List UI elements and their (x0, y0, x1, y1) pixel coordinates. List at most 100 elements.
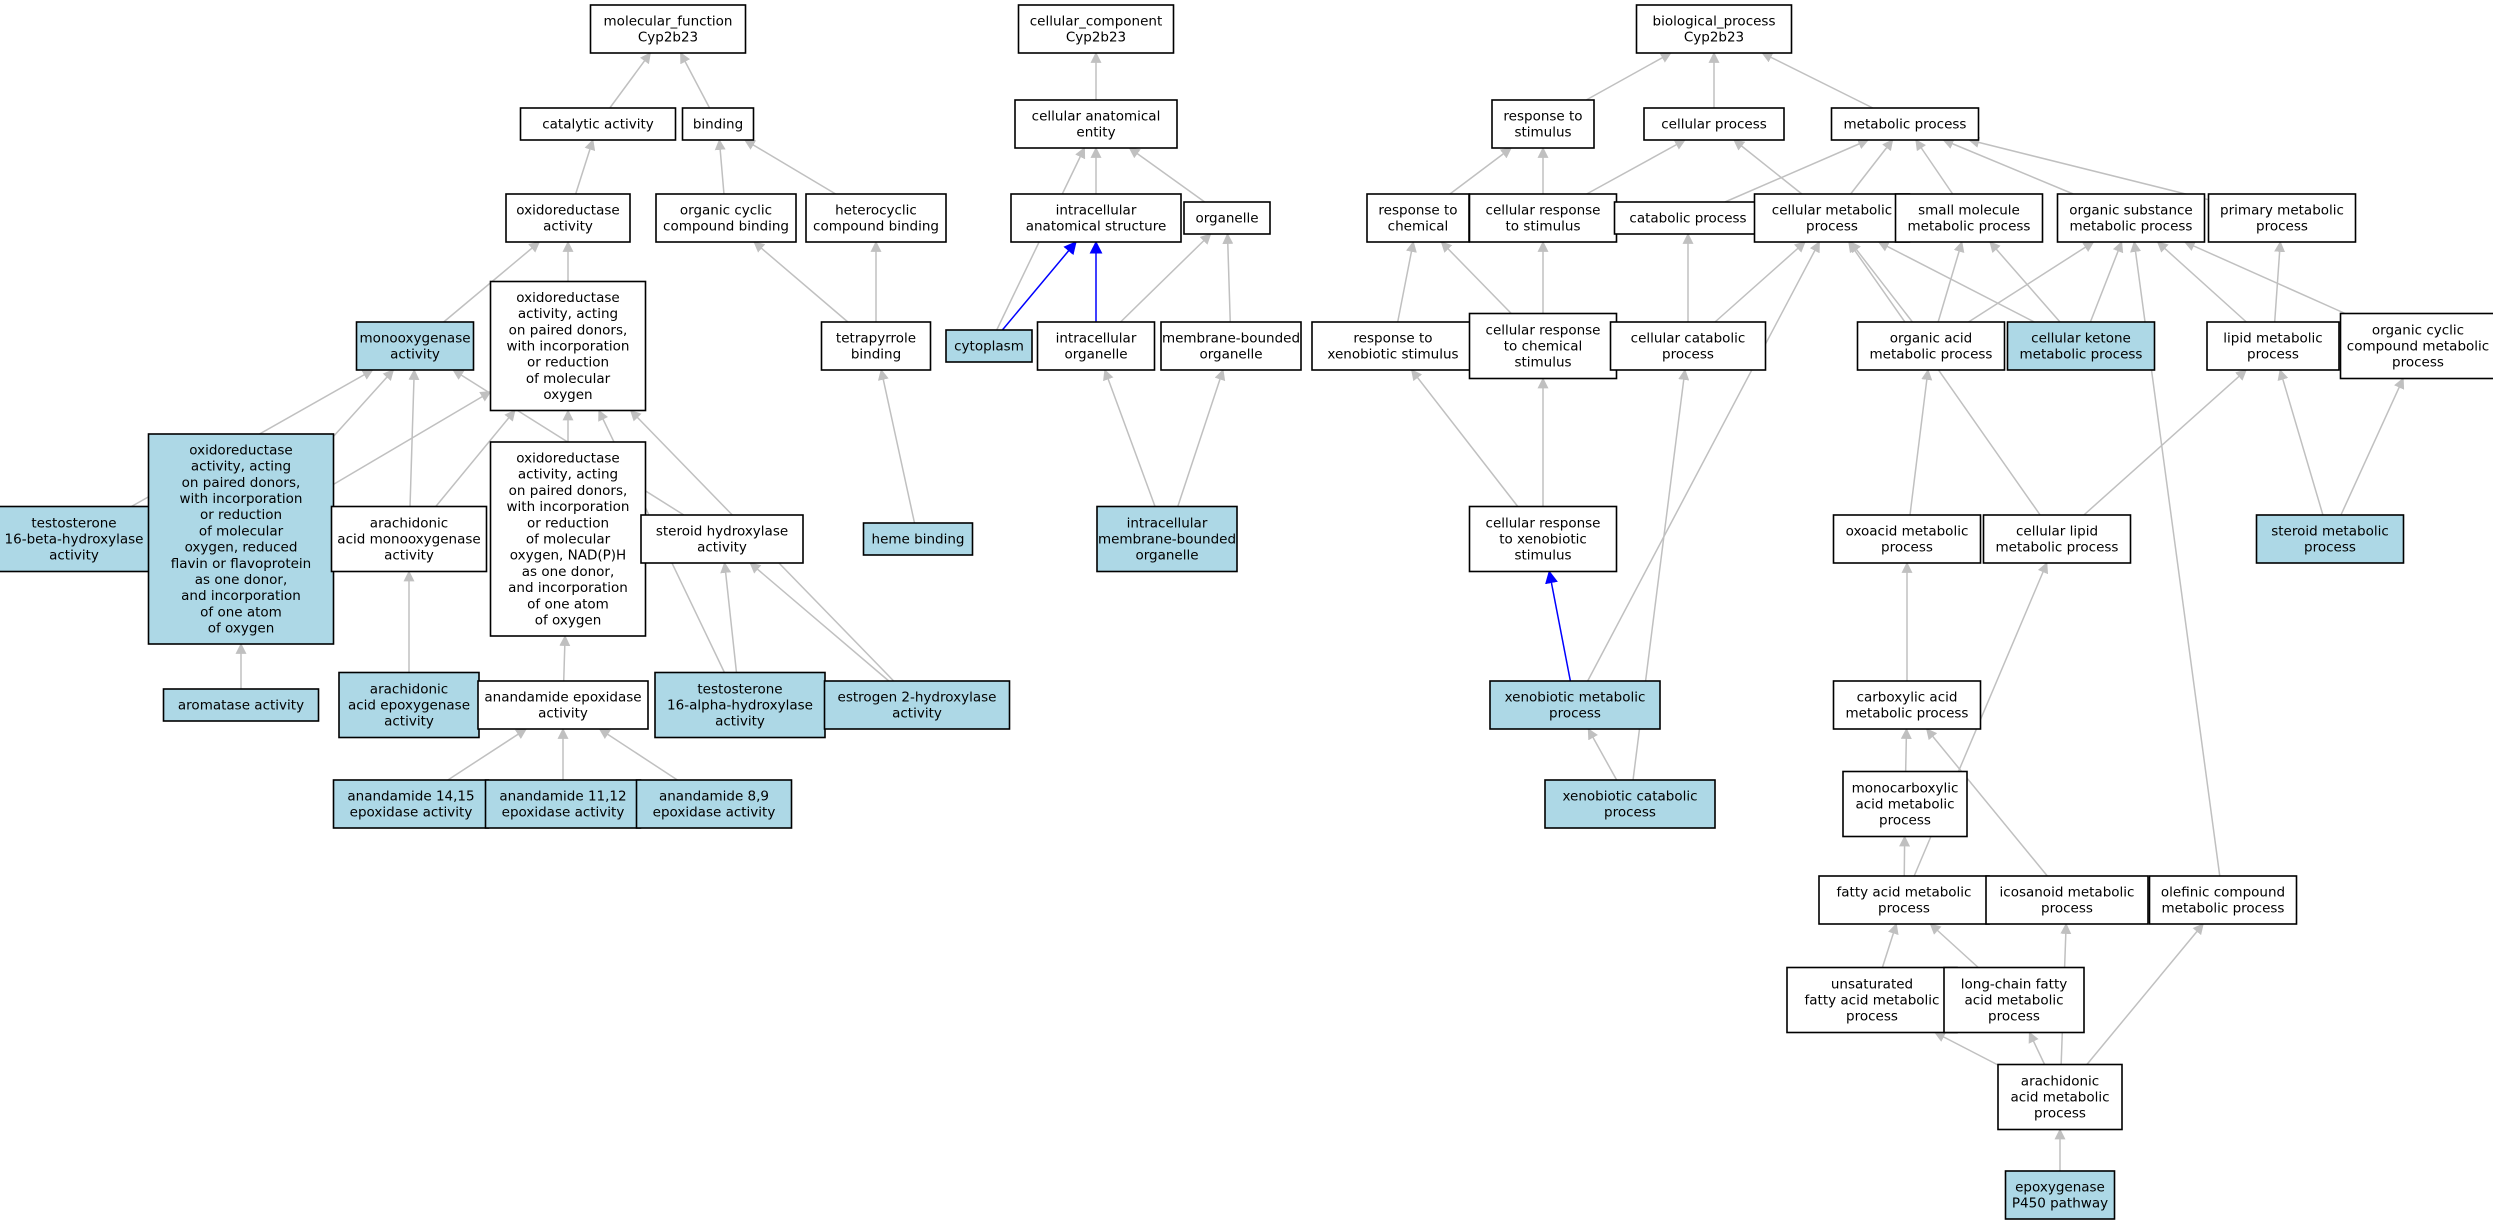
node-label-line: carboxylic acid (1857, 689, 1958, 705)
node-label-line: activity (384, 714, 434, 730)
go-term-node-heme: heme binding (862, 522, 974, 556)
node-label-line: fatty acid metabolic (1805, 993, 1940, 1009)
node-label-line: heme binding (872, 532, 965, 548)
node-label-line: anandamide 11,12 (499, 788, 626, 804)
node-label-line: epoxidase activity (502, 805, 625, 821)
node-box (489, 280, 647, 412)
node-box (1468, 505, 1618, 573)
node-box (1010, 193, 1182, 243)
node-label-line: stimulus (1514, 355, 1571, 371)
node-label-line: or reduction (527, 355, 609, 371)
node-label-line: flavin or flavoprotein (171, 556, 311, 572)
node-label-line: activity, acting (518, 467, 618, 483)
edge-cell-resp-xeno-to-resp-xeno (1410, 369, 1519, 507)
go-term-node-met-proc: metabolic process (1830, 107, 1980, 141)
node-label-line: compound binding (813, 219, 939, 235)
node-label-line: monocarboxylic (1852, 780, 1959, 796)
node-label-line: organelle (1199, 347, 1262, 363)
edge-met-proc-to-bp-root (1761, 52, 1874, 109)
node-label-line: of oxygen (535, 613, 602, 629)
node-box (805, 193, 947, 243)
edge-org-acid-to-cell-met (1849, 241, 1914, 323)
edge-xeno-catab-to-xeno-met (1587, 728, 1618, 781)
edge-monocarb-to-carbox (1900, 727, 1912, 772)
node-label-line: activity, acting (518, 306, 618, 322)
go-term-node-catalytic: catalytic activity (519, 107, 677, 141)
node-label-line: metabolic process (1844, 117, 1967, 133)
node-label-line: anandamide epoxidase (484, 689, 641, 705)
node-label-line: oxygen, reduced (185, 540, 298, 556)
node-label-line: anandamide 8,9 (659, 788, 769, 804)
edge-intra-mem-org-to-mem-org (1177, 368, 1226, 507)
node-box (477, 680, 649, 730)
node-label-line: activity (543, 219, 593, 235)
edge-cell-met-to-cell-proc (1733, 139, 1803, 195)
node-label-line: process (1988, 1009, 2040, 1025)
node-label-line: as one donor, (522, 564, 615, 580)
go-term-node-cytoplasm: cytoplasm (945, 329, 1033, 363)
node-label-line: oxidoreductase (189, 442, 292, 458)
node-label-line: intracellular (1127, 515, 1208, 531)
node-box (1160, 321, 1302, 371)
node-label-line: with incorporation (180, 491, 303, 507)
node-box (505, 193, 631, 243)
node-label-line: oxoacid metabolic (1846, 523, 1969, 539)
node-box (332, 779, 490, 829)
edge-estrogen2-to-steroid-hydrox (749, 562, 890, 682)
node-label-line: organic cyclic (2372, 322, 2464, 338)
node-label-line: organelle (1135, 548, 1198, 564)
node-label-line: arachidonic (2021, 1073, 2099, 1089)
node-label-line: unsaturated (1831, 976, 1913, 992)
node-label-line: organelle (1064, 347, 1127, 363)
node-label-line: as one donor, (195, 572, 288, 588)
node-label-line: organelle (1195, 211, 1258, 227)
node-label-line: cellular response (1486, 322, 1601, 338)
node-label-line: organic substance (2069, 202, 2192, 218)
edge-arach-met-to-unsat-fatty (1934, 1031, 1999, 1066)
node-label-line: Cyp2b23 (638, 30, 698, 46)
node-label-line: cellular response (1486, 202, 1601, 218)
node-label-line: organic cyclic (680, 202, 772, 218)
node-label-line: activity (697, 540, 747, 556)
node-label-line: on paired donors, (509, 483, 628, 499)
node-label-line: arachidonic (370, 515, 448, 531)
node-label-line: process (2392, 355, 2444, 371)
node-label-line: process (2256, 219, 2308, 235)
node-label-line: intracellular (1056, 330, 1137, 346)
node-label-line: activity (390, 347, 440, 363)
node-label-line: oxidoreductase (516, 202, 619, 218)
node-label-line: compound metabolic (2347, 339, 2489, 355)
edge-org-acid-to-org-sub (1968, 241, 2095, 323)
node-label-line: organic acid (1890, 330, 1972, 346)
edge-icosanoid-to-carbox (1925, 728, 2048, 877)
node-label-line: cellular anatomical (1032, 108, 1161, 124)
node-box (1943, 966, 2085, 1034)
node-label-line: anandamide 14,15 (347, 788, 474, 804)
node-box (1544, 779, 1716, 829)
node-box (1982, 514, 2132, 564)
node-box (635, 779, 793, 829)
node-label-line: testosterone (697, 681, 782, 697)
node-label-line: process (2041, 901, 2093, 917)
node-label-line: metabolic process (1908, 219, 2031, 235)
node-label-line: Cyp2b23 (1066, 30, 1126, 46)
node-label-line: to stimulus (1506, 219, 1581, 235)
edge-lipid-met-to-prim-met (2273, 240, 2286, 323)
node-label-line: activity (538, 706, 588, 722)
